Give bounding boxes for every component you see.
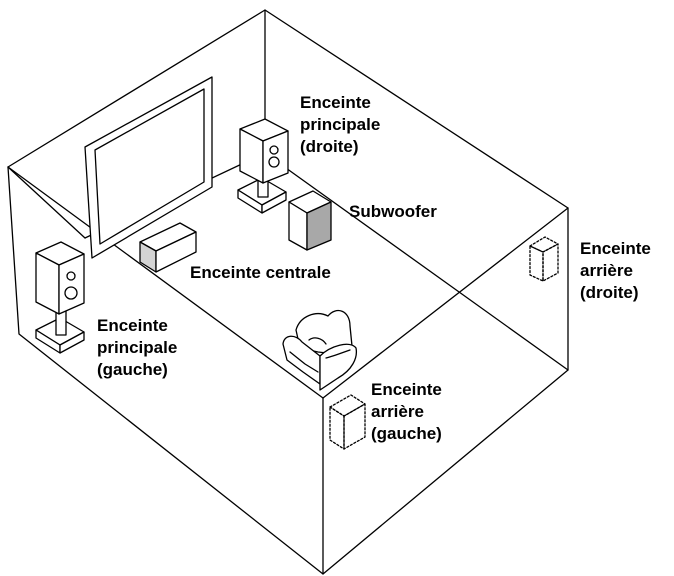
- front-left-speaker-label: Enceinte principale (gauche): [97, 316, 178, 379]
- center-speaker-icon: [139, 222, 197, 273]
- front-right-speaker-icon: [237, 118, 289, 214]
- tv-screen: [84, 76, 213, 259]
- rear-right-speaker-label: Enceinte arrière (droite): [580, 239, 651, 302]
- front-left-speaker-icon: [35, 241, 85, 354]
- rear-left-speaker-label: Enceinte arrière (gauche): [371, 380, 442, 443]
- front-right-speaker-label: Enceinte principale (droite): [300, 93, 381, 156]
- room-outline: [7, 9, 569, 575]
- center-speaker-label: Enceinte centrale: [190, 263, 331, 282]
- rear-left-speaker-icon: [329, 394, 366, 450]
- subwoofer-label: Subwoofer: [349, 202, 437, 221]
- rear-right-speaker-icon: [529, 236, 559, 282]
- subwoofer-icon: [288, 190, 332, 251]
- armchair-icon: [282, 309, 358, 391]
